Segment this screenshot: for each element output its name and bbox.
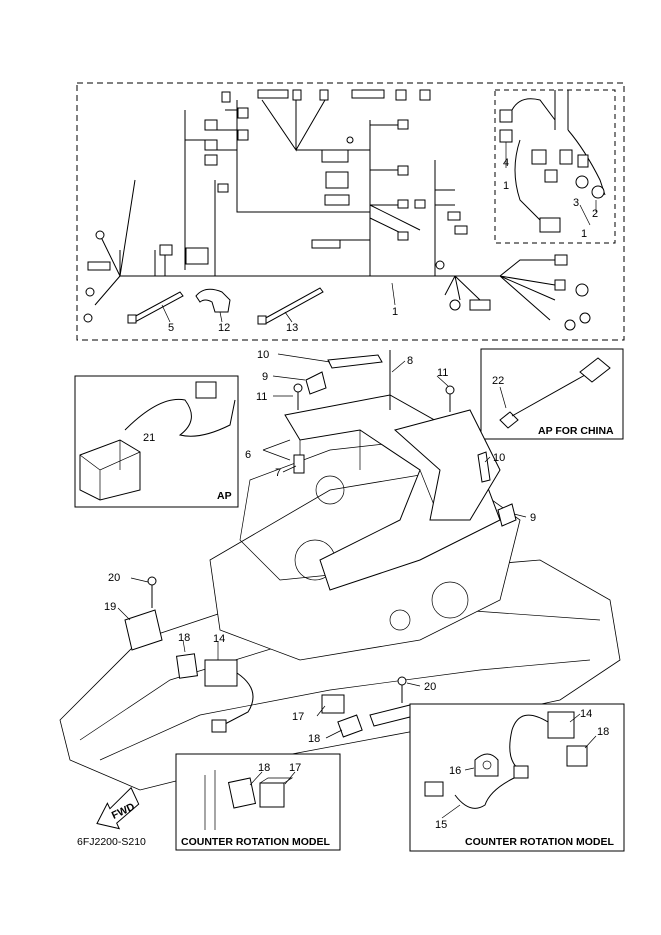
label-1-sub-b: 1 xyxy=(581,228,587,240)
label-10-right: 10 xyxy=(493,452,505,464)
label-17-inset: 17 xyxy=(289,762,301,774)
inset-counter-right: 14 18 16 15 COUNTER ROTATION MODEL xyxy=(409,703,625,852)
label-5: 5 xyxy=(168,322,174,334)
label-1-main: 1 xyxy=(392,306,398,318)
inset-ap-china: 22 AP FOR CHINA xyxy=(480,348,624,440)
harness-detail xyxy=(499,90,606,233)
reference-code: 6FJ2200-S210 xyxy=(77,836,146,848)
label-16: 16 xyxy=(449,765,461,777)
label-14-inset: 14 xyxy=(580,708,592,720)
caption-ap-china: AP FOR CHINA xyxy=(538,425,614,437)
engine-assembly: 10 8 9 11 11 6 7 10 9 20 19 18 14 20 17 … xyxy=(59,349,621,791)
clamp-12 xyxy=(195,288,231,323)
inset-counter-left: 18 17 COUNTER ROTATION MODEL xyxy=(175,753,341,851)
label-22: 22 xyxy=(492,375,504,387)
label-20-right: 20 xyxy=(424,681,436,693)
label-9-top: 9 xyxy=(262,371,268,383)
label-3: 3 xyxy=(573,197,579,209)
label-4: 4 xyxy=(503,157,509,169)
caption-ap: AP xyxy=(217,490,232,502)
label-18-left: 18 xyxy=(178,632,190,644)
label-18-inset: 18 xyxy=(258,762,270,774)
label-21: 21 xyxy=(143,432,155,444)
label-12: 12 xyxy=(218,322,230,334)
label-18-mid: 18 xyxy=(308,733,320,745)
label-13: 13 xyxy=(286,322,298,334)
label-6: 6 xyxy=(245,449,251,461)
label-7: 7 xyxy=(275,467,281,479)
label-19-left: 19 xyxy=(104,601,116,613)
label-2: 2 xyxy=(592,208,598,220)
label-20-left: 20 xyxy=(108,572,120,584)
label-11-right: 11 xyxy=(437,367,448,379)
harness-box: 5 12 13 1 4 1 3 2 1 xyxy=(76,82,625,341)
label-14-left: 14 xyxy=(213,633,225,645)
label-11-left: 11 xyxy=(256,391,267,403)
label-1-sub-a: 1 xyxy=(503,180,509,192)
tie-strap-13 xyxy=(257,287,324,325)
fwd-arrow: FWD xyxy=(96,786,140,830)
caption-counter-left: COUNTER ROTATION MODEL xyxy=(181,836,331,848)
label-9-right: 9 xyxy=(530,512,536,524)
label-8: 8 xyxy=(407,355,413,367)
label-15: 15 xyxy=(435,819,447,831)
tie-strap-5 xyxy=(127,291,184,324)
label-17: 17 xyxy=(292,711,304,723)
inset-ap: 21 AP xyxy=(74,375,239,508)
label-18-inset-right: 18 xyxy=(597,726,609,738)
caption-counter-right: COUNTER ROTATION MODEL xyxy=(465,836,615,848)
fwd-label: FWD xyxy=(110,801,137,822)
label-10-top: 10 xyxy=(257,349,269,361)
